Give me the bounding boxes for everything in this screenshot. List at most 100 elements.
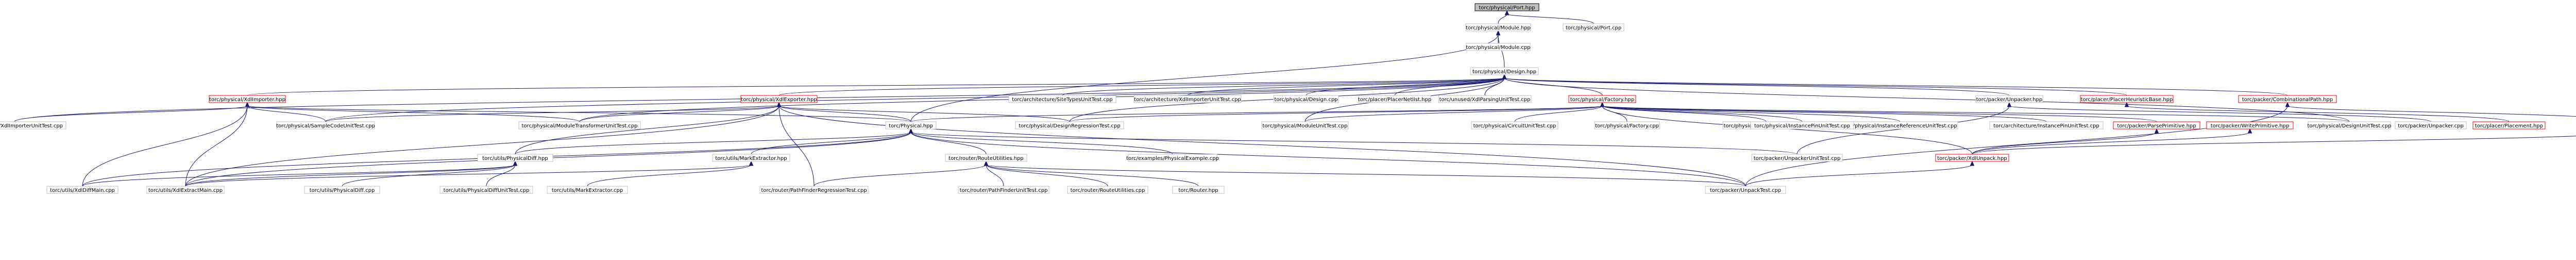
node-label: torc/physical/DesignRegressionTest.cpp [1019,123,1120,129]
edge-design_hpp-combpath_hpp [1502,74,2288,96]
node-samplecode-ut[interactable]: torc/physical/SampleCodeUnitTest.cpp [276,121,375,129]
node-xdlimport-ut[interactable]: torc/architecture/XdlImporterUnitTest.cp… [1133,95,1242,103]
node-combpath-hpp[interactable]: torc/packer/CombinationalPath.hpp [2238,95,2337,103]
node-module-hpp[interactable]: torc/physical/Module.hpp [1465,23,1531,31]
node-routeutilities-hpp[interactable]: torc/router/RouteUtilities.hpp [945,154,1027,162]
node-label: torc/utils/XdlExtractMain.cpp [148,188,223,193]
node-unpacker-ut[interactable]: torc/packer/UnpackerUnitTest.cpp [1751,154,1843,162]
edge-design_hpp-factory_hpp [1502,74,1603,96]
node-parseprim-hpp[interactable]: torc/packer/ParsePrimitive.hpp [2113,121,2200,129]
edge-physical_hpp-unpacker_ut [908,128,1798,155]
edge-combpath_hpp-unpack_test [1745,102,2290,187]
edge-factory_hpp-circuit_ut [1514,102,1605,122]
node-port-hpp[interactable]: torc/physical/Port.hpp [1475,3,1539,11]
node-unpacker-hpp[interactable]: torc/packer/Unpacker.hpp [1975,95,2043,103]
edge-factory_hpp-parseprim_hpp [1600,102,2157,122]
node-xdlunpack-hpp[interactable]: torc/packer/XdlUnpack.hpp [1935,154,2009,162]
node-label: torc/physical/XdlImporterUnitTest.cpp [0,123,63,129]
node-netlist-hpp[interactable]: torc/placer/PlacerNetlist.hpp [1358,95,1431,103]
node-design-hpp[interactable]: torc/physical/Design.hpp [1470,67,1539,75]
node-factory-cpp[interactable]: torc/physical/Factory.cpp [1594,121,1660,129]
node-xdlparsing-ut[interactable]: torc/unused/XdlParsingUnitTest.cpp [1438,95,1532,103]
node-label: torc/physical/ModuleUnitTest.cpp [1263,123,1348,129]
node-pathfinder-ut[interactable]: torc/router/PathFinderUnitTest.cpp [958,186,1049,194]
node-label: torc/placer/Placement.hpp [2475,123,2543,129]
edge-design_hpp-heuristic_hpp [1502,74,2127,96]
node-router-hpp[interactable]: torc/Router.hpp [1172,186,1225,194]
node-pathfinderreg-ut[interactable]: torc/router/PathFinderRegressionTest.cpp [759,186,869,194]
node-unpack-test[interactable]: torc/packer/UnpackTest.cpp [1705,186,1786,194]
node-port-cpp[interactable]: torc/physical/Port.cpp [1563,23,1624,31]
node-instancepin-ut[interactable]: torc/architecture/InstancePinUnitTest.cp… [1989,121,2104,129]
node-physicaldiff-ut[interactable]: torc/utils/PhysicalDiffUnitTest.cpp [439,186,533,194]
edge-xdlexporter_hpp-xdlextractmain [185,102,782,187]
edge-xdlunpack_hpp-unpack_test [1745,160,1975,187]
edge-physicaldiff_hpp-xdlextractmain [185,160,518,187]
node-placement-hpp[interactable]: torc/placer/Placement.hpp [2472,121,2546,129]
node-markextractor-hpp[interactable]: torc/utils/MarkExtractor.hpp [712,154,790,162]
edge-design_hpp-xdlimporter_hpp [247,74,1507,96]
edge-writeprim_hpp-xdlunpack_hpp [1972,128,2252,155]
node-label: torc/packer/Unpacker.hpp [1976,97,2042,103]
node-label: torc/unused/XdlParsingUnitTest.cpp [1439,97,1531,103]
node-label: torc/packer/WritePrimitive.hpp [2211,123,2290,129]
node-label: torc/router/RouteUtilities.hpp [948,156,1024,161]
edge-xdlimporter_hpp-physical_hpp [245,102,911,122]
edge-factory_hpp-design_ut [1600,102,2350,122]
node-label: torc/architecture/InstancePinUnitTest.cp… [1993,123,2099,129]
node-label: torc/Physical.hpp [889,123,933,129]
node-physicaldiff-hpp[interactable]: torc/utils/PhysicalDiff.hpp [477,154,553,162]
node-label: torc/utils/XdlDiffMain.cpp [50,188,115,193]
node-designregression-ut[interactable]: torc/physical/DesignRegressionTest.cpp [1015,121,1124,129]
node-label: torc/architecture/SiteTypesUnitTest.cpp [1012,97,1112,103]
edge-unpacker_hpp-unpacker_cpp [2007,102,2431,122]
node-label: torc/physical/Port.hpp [1479,5,1535,11]
node-unpacker-cpp[interactable]: torc/packer/Unpacker.cpp [2395,121,2467,129]
node-sitetypes-ut[interactable]: torc/architecture/SiteTypesUnitTest.cpp [1008,95,1116,103]
node-label: torc/router/PathFinderRegressionTest.cpp [761,188,867,193]
node-label: torc/packer/UnpackTest.cpp [1710,188,1781,193]
node-module-cpp[interactable]: torc/physical/Module.cpp [1466,43,1531,51]
node-label: torc/router/PathFinderUnitTest.cpp [960,188,1048,193]
node-label: torc/physical/Factory.cpp [1595,123,1659,129]
edge-design_hpp-unpacker_hpp [1502,74,2010,96]
node-label: torc/physical/Design.cpp [1274,97,1337,103]
node-markextractor-cpp[interactable]: torc/utils/MarkExtractor.cpp [547,186,628,194]
node-xdlimporter-hpp[interactable]: torc/physical/XdlImporter.hpp [209,95,286,103]
node-instanceref-ut[interactable]: torc/physical/InstanceReferenceUnitTest.… [1842,121,1958,129]
edge-xdlimporter_hpp-xdlextractmain [185,102,250,187]
edge-module_hpp-physical_hpp [910,30,1501,122]
node-xdlimporter-ut[interactable]: torc/physical/XdlImporterUnitTest.cpp [0,121,66,129]
node-physicalexample[interactable]: torc/examples/PhysicalExample.cpp [1126,154,1219,162]
node-label: torc/physical/Factory.hpp [1570,97,1634,103]
node-writeprim-hpp[interactable]: torc/packer/WritePrimitive.hpp [2206,121,2294,129]
node-label: torc/architecture/XdlImporterUnitTest.cp… [1134,97,1241,103]
node-instancepin-ut2[interactable]: torc/physical/InstancePinUnitTest.cpp [1750,121,1854,129]
node-label: torc/physical/XdlExporter.hpp [741,97,817,103]
edge-factory_hpp-instancepin_ut2 [1600,102,1803,122]
node-heuristic-hpp[interactable]: torc/placer/PlacerHeuristicBase.hpp [2080,95,2174,103]
node-circuit-ut[interactable]: torc/physical/CircuitUnitTest.cpp [1471,121,1558,129]
node-label: torc/router/RouteUtilities.cpp [1071,188,1145,193]
edge-markextractor_hpp-xdlextractmain [185,160,754,187]
node-label: torc/placer/PlacerHeuristicBase.hpp [2081,97,2173,103]
node-design-ut[interactable]: torc/physical/DesignUnitTest.cpp [2307,121,2392,129]
node-physical-hpp[interactable]: torc/Physical.hpp [885,121,937,129]
edge-port_hpp-port_cpp [1504,10,1594,24]
node-xdlextractmain[interactable]: torc/utils/XdlExtractMain.cpp [146,186,225,194]
node-routeutilities-cpp[interactable]: torc/router/RouteUtilities.cpp [1067,186,1148,194]
node-xdldiffmain[interactable]: torc/utils/XdlDiffMain.cpp [46,186,118,194]
node-factory-hpp[interactable]: torc/physical/Factory.hpp [1568,95,1636,103]
node-label: torc/physical/ModuleTransformerUnitTest.… [522,123,638,129]
node-label: torc/physical/XdlImporter.hpp [209,97,285,103]
node-physicaldiff-cpp[interactable]: torc/utils/PhysicalDiff.cpp [304,186,380,194]
node-label: torc/physical/Design.hpp [1472,69,1536,75]
node-module-ut[interactable]: torc/physical/ModuleUnitTest.cpp [1261,121,1349,129]
edge-routeutilities_hpp-unpack_test [984,160,1746,187]
node-design-cpp[interactable]: torc/physical/Design.cpp [1273,95,1339,103]
edge-physical_hpp-physicalexample [908,128,1173,155]
node-label: torc/utils/PhysicalDiff.cpp [310,188,375,193]
node-modtransformer-ut[interactable]: torc/physical/ModuleTransformerUnitTest.… [518,121,641,129]
node-label: torc/utils/PhysicalDiffUnitTest.cpp [444,188,530,193]
node-xdlexporter-hpp[interactable]: torc/physical/XdlExporter.hpp [740,95,818,103]
